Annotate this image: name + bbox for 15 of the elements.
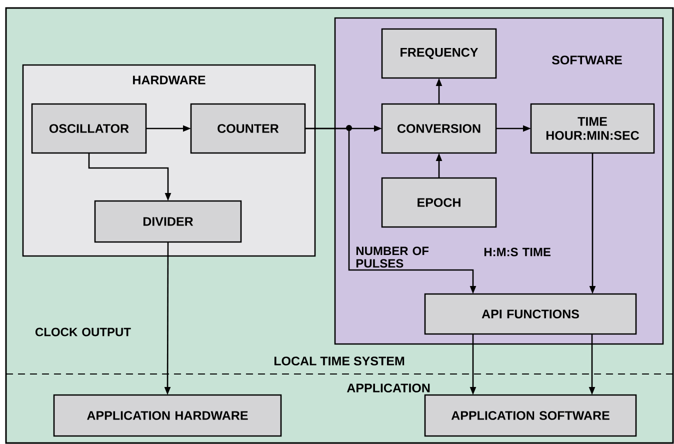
edge-label: NUMBER OF PULSES [356,246,429,268]
process-box: CONVERSION [381,103,497,154]
process-box: EPOCH [381,177,497,228]
process-box: APPLICATION HARDWARE [53,394,282,437]
process-box: FREQUENCY [381,28,497,79]
edge-label: H:M:S TIME [484,248,550,256]
region-label: LOCAL TIME SYSTEM [274,356,404,366]
process-box: TIME HOUR:MIN:SEC [530,103,655,154]
process-box: API FUNCTIONS [424,293,637,335]
process-box: COUNTER [190,103,306,154]
process-box: OSCILLATOR [31,103,147,154]
region-label: APPLICATION [346,384,430,392]
edge-label: CLOCK OUTPUT [35,328,131,336]
process-box: APPLICATION SOFTWARE [424,394,637,437]
process-box: DIVIDER [94,200,242,243]
